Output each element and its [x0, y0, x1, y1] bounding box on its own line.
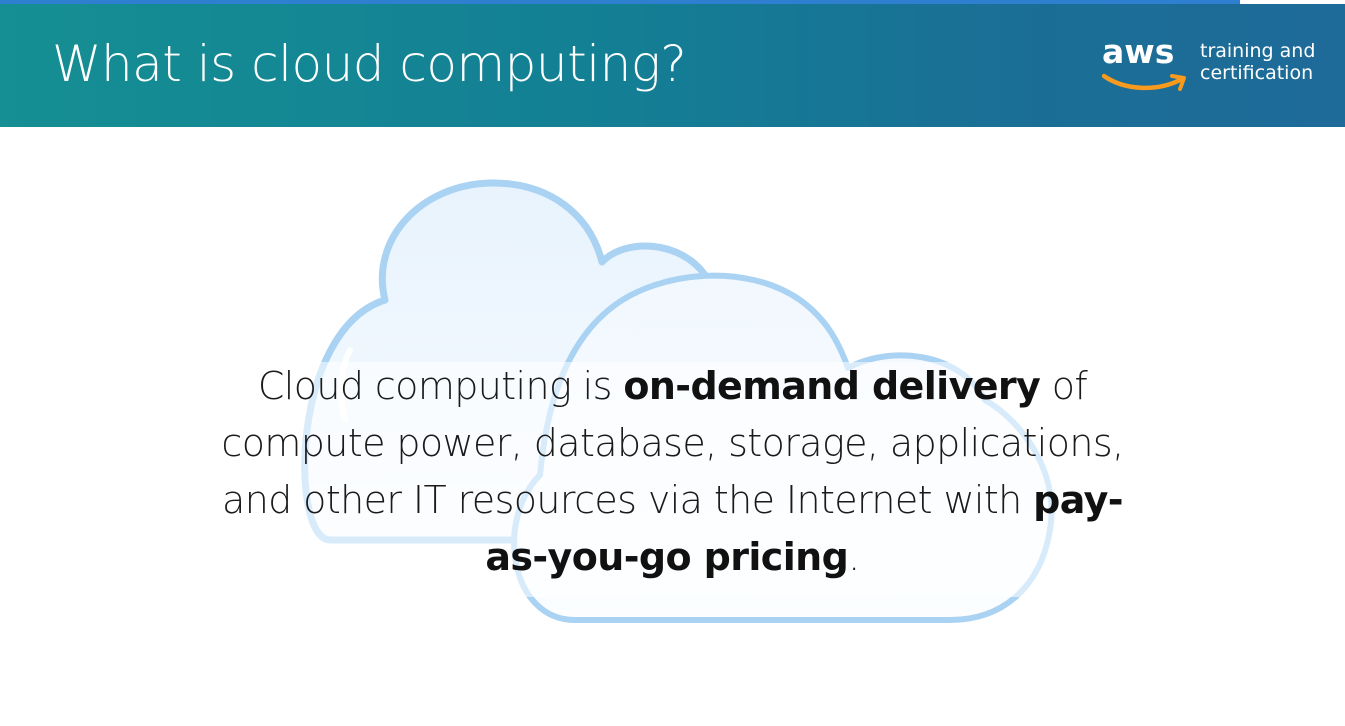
slide-header: What is cloud computing? aws training an…: [0, 4, 1345, 127]
definition-text-part1: Cloud computing is: [257, 364, 624, 408]
logo-tagline-line1: training and: [1200, 40, 1316, 62]
definition-text-part2: of compute power, database, storage, app…: [221, 364, 1124, 522]
definition-text-part3: .: [848, 535, 860, 579]
aws-smile-icon: [1101, 73, 1186, 91]
aws-logo: aws training and certification: [1100, 32, 1330, 104]
definition-highlight-on-demand: on-demand delivery: [623, 364, 1041, 408]
aws-wordmark: aws: [1102, 32, 1175, 71]
cloud-computing-definition: Cloud computing is on-demand delivery of…: [200, 358, 1145, 586]
definition-highlight-pricing: pay-as-you-go pricing: [485, 478, 1123, 579]
top-accent-line: [0, 0, 1240, 4]
logo-tagline: training and certification: [1200, 40, 1315, 84]
slide-title: What is cloud computing?: [52, 35, 687, 93]
logo-tagline-line2: certification: [1200, 62, 1314, 84]
